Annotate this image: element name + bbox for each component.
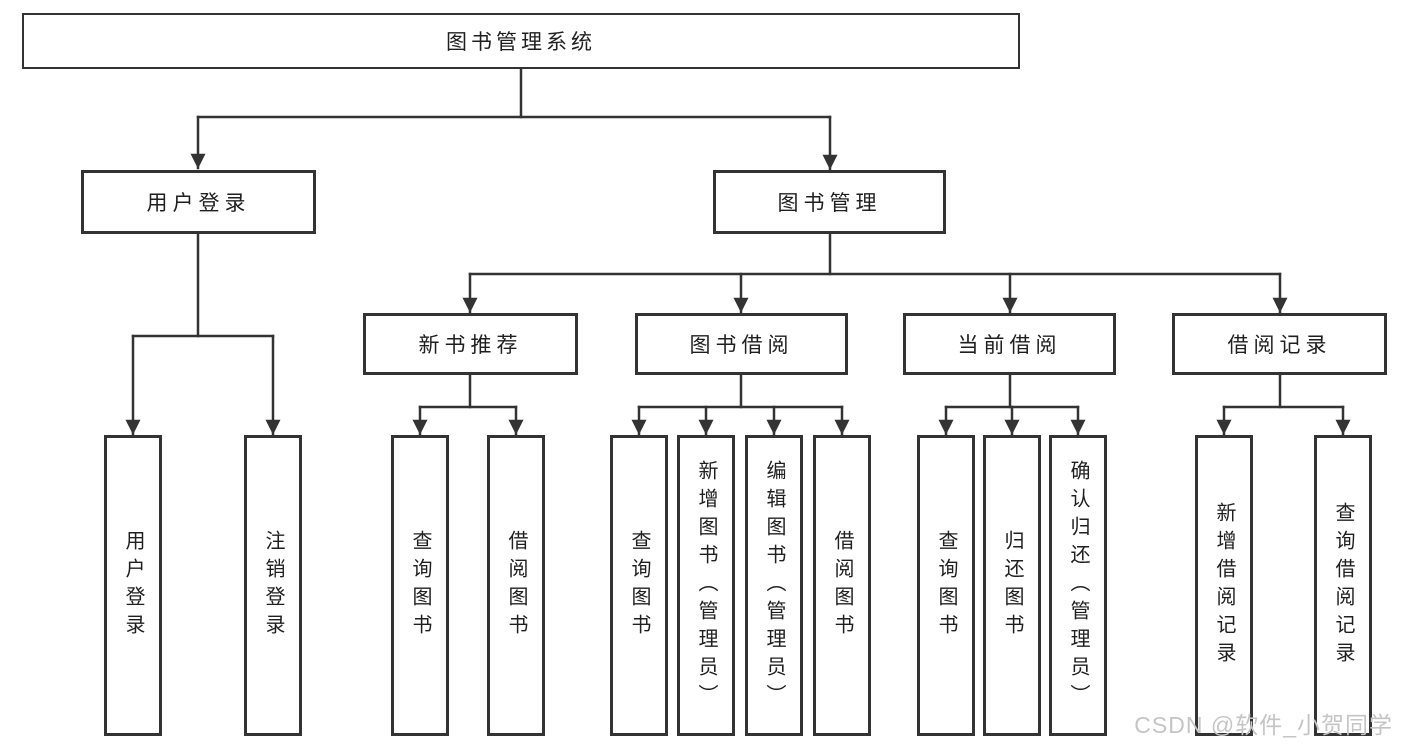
node-book-borrow: 图书借阅 [635, 313, 848, 375]
user-login-connectors [125, 232, 281, 436]
node-borrow-records: 借阅记录 [1172, 313, 1387, 375]
node-user-login: 用户登录 [81, 170, 316, 234]
leaf-query-books: 查询图书 [917, 435, 975, 736]
watermark: CSDN @软件_小贺同学 [1134, 712, 1393, 738]
current-borrow-connectors [938, 373, 1086, 436]
leaf-query-books: 查询图书 [610, 435, 668, 736]
leaf-return-books: 归还图书 [983, 435, 1041, 736]
leaf-user-login: 用户登录 [104, 435, 162, 736]
leaf-borrow-books: 借阅图书 [487, 435, 545, 736]
leaf-add-borrow-record: 新增借阅记录 [1195, 435, 1253, 736]
borrow-records-connectors [1216, 373, 1351, 436]
new-book-recommend-connectors [412, 373, 524, 436]
leaf-borrow-books: 借阅图书 [813, 435, 871, 736]
leaf-query-books: 查询图书 [391, 435, 449, 736]
leaf-edit-books-admin: 编辑图书（管理员） [745, 435, 803, 736]
leaf-add-books-admin: 新增图书（管理员） [677, 435, 735, 736]
book-borrow-connectors [631, 373, 850, 436]
node-root: 图书管理系统 [22, 13, 1020, 69]
node-current-borrow: 当前借阅 [903, 313, 1116, 375]
node-new-book-recommend: 新书推荐 [363, 313, 578, 375]
node-book-management: 图书管理 [713, 170, 946, 234]
leaf-confirm-return-admin: 确认归还（管理员） [1049, 435, 1107, 736]
book-management-connectors [462, 232, 1288, 314]
leaf-query-borrow-record: 查询借阅记录 [1314, 435, 1372, 736]
root-to-level2-connectors [190, 67, 838, 171]
leaf-logout: 注销登录 [244, 435, 302, 736]
